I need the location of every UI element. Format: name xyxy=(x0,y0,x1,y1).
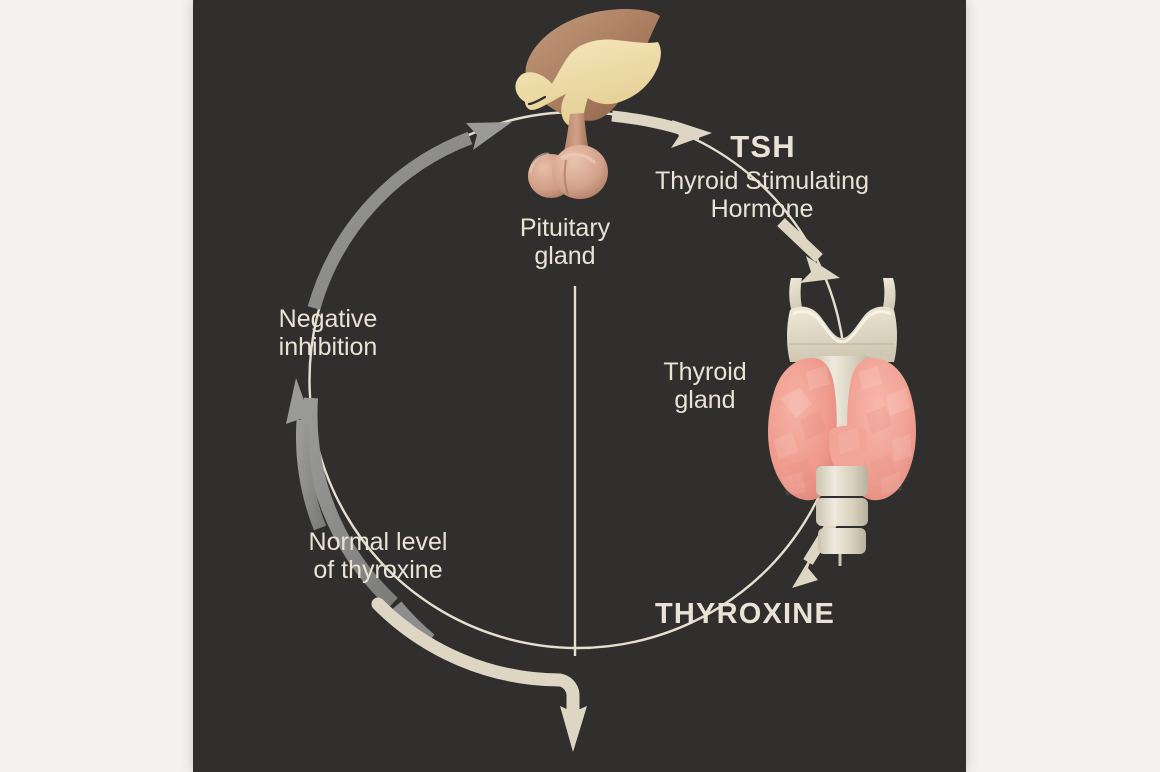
arrow-normal-to-negative xyxy=(286,378,327,531)
label-thyroxine: THYROXINE xyxy=(655,598,835,630)
label-tsh-full-name: Thyroid Stimulating Hormone xyxy=(655,167,869,223)
label-normal-level-of-thyroxine: Normal level of thyroxine xyxy=(308,528,448,584)
label-tsh-abbreviation: TSH xyxy=(730,129,796,164)
arrow-loop-outflow xyxy=(371,597,587,752)
arrow-pituitary-to-tsh xyxy=(611,110,712,148)
label-thyroid-gland: Thyroid gland xyxy=(663,358,747,414)
thyroid-gland-illustration xyxy=(768,278,916,566)
negative-feedback-gray-band xyxy=(303,397,435,646)
label-negative-inhibition: Negative inhibition xyxy=(278,305,378,361)
arrow-tsh-to-thyroid xyxy=(777,218,840,283)
label-pituitary-gland: Pituitary gland xyxy=(519,214,611,270)
arrow-negative-to-pituitary xyxy=(307,122,512,310)
pituitary-gland-illustration xyxy=(515,9,661,199)
